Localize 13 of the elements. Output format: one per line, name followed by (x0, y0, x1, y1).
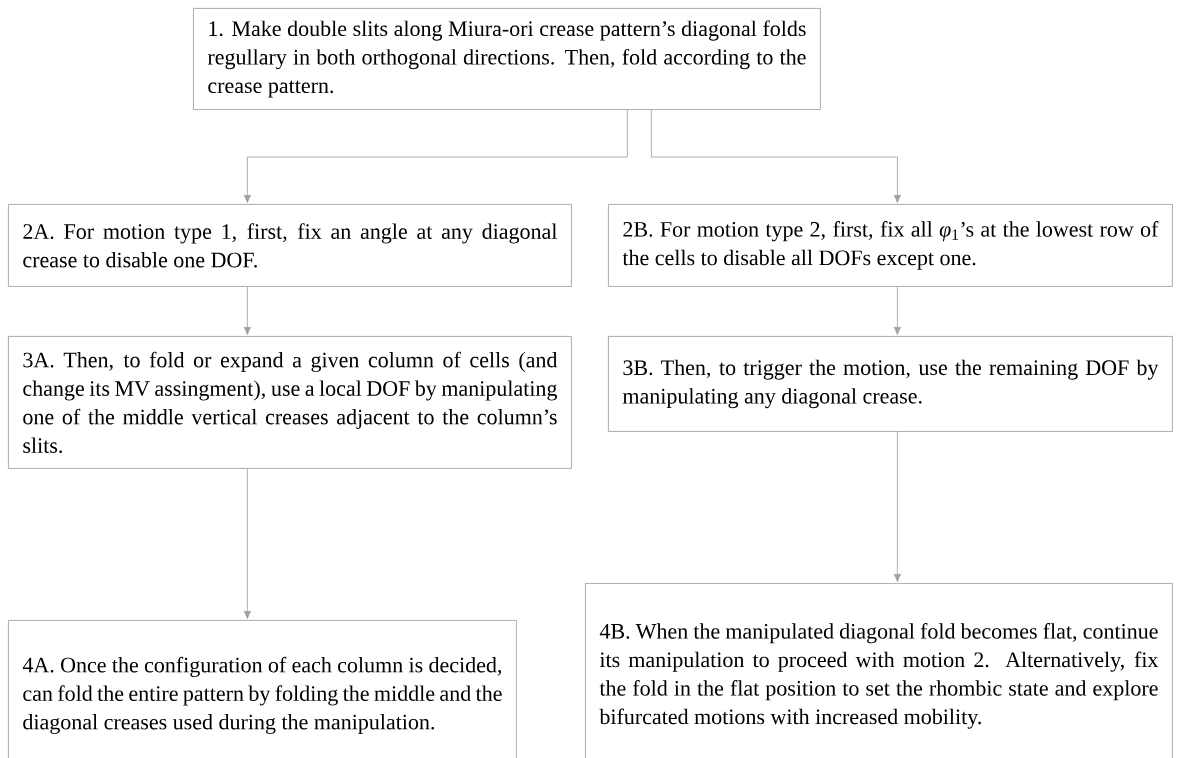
process-box: 1. Make double slits along Miura-ori crease pattern’s diagonal folds regullary in both orthogonal directions. Then, fold according to the crease pattern. (193, 8, 821, 110)
process-box: 3B. Then, to trigger the motion, use the remaining DOF by manipulating any diagonal crease. (608, 336, 1173, 432)
process-box: 4B. When the manipulated diagonal fold becomes flat, continue its manipulation to proceed with motion 2. Alternatively, fix the fold in the flat position to set the rhombic state and explore bifurcated motions with increased mobility. (585, 583, 1173, 758)
process-box: 4A. Once the configuration of each column is decided, can fold the entire pattern by folding the middle and the diagonal creases used during the manipulation. (8, 620, 517, 758)
arrow (893, 286, 902, 335)
arrow (243, 468, 252, 619)
arrow (243, 286, 252, 335)
process-box: 2A. For motion type 1, first, fix an angle at any diagonal crease to disable one DOF. (8, 204, 572, 287)
arrow (893, 431, 902, 582)
arrow (650, 109, 902, 203)
process-box: 3A. Then, to fold or expand a given column of cells (and change its MV assingment), use a local DOF by manipulating one of the middle vertical creases adjacent to the column’s slits. (8, 336, 572, 469)
arrow (243, 109, 628, 203)
process-box: 2B. For motion type 2, first, fix all φ$_{1}$’s at the lowest row of the cells to disable all DOFs except one. (608, 204, 1173, 287)
